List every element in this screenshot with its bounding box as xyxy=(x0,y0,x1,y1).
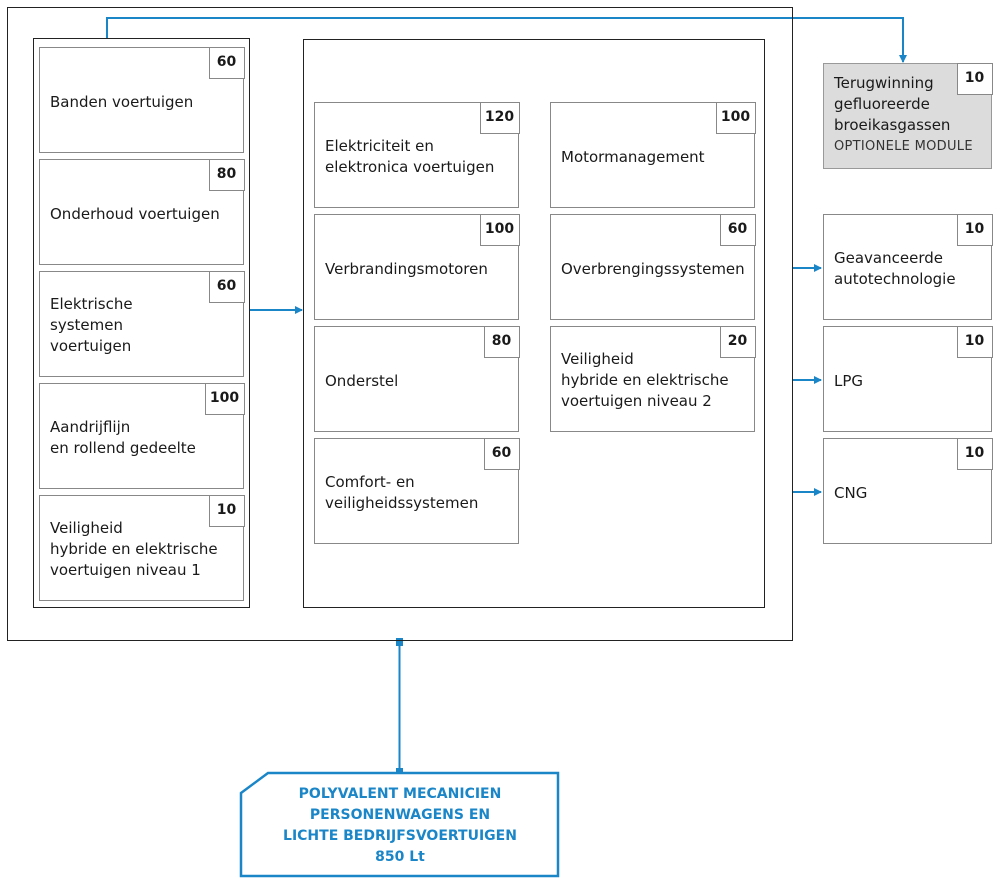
hours-badge: 10 xyxy=(956,437,993,470)
qualification-line-2: PERSONENWAGENS EN xyxy=(309,807,491,823)
module-label: CNG xyxy=(834,484,868,502)
module-veiligheid-niveau-2: 20 Veiligheid hybride en elektrische voe… xyxy=(550,325,756,432)
module-label: Elektrische systemen voertuigen xyxy=(50,295,133,355)
module-label: LPG xyxy=(834,372,864,390)
module-onderstel: 80 Onderstel xyxy=(314,325,520,432)
module-lpg: 10 LPG xyxy=(823,325,993,432)
module-label: Motormanagement xyxy=(561,148,705,166)
optional-module-tag: OPTIONELE MODULE xyxy=(834,139,973,154)
module-motormanagement: 100 Motormanagement xyxy=(550,101,756,208)
qualification-target: POLYVALENT MECANICIEN PERSONENWAGENS EN … xyxy=(240,772,560,878)
hours-badge: 120 xyxy=(479,101,520,134)
module-banden-voertuigen: 60 Banden voertuigen xyxy=(39,46,245,153)
qualification-title: POLYVALENT MECANICIEN PERSONENWAGENS EN … xyxy=(240,784,560,868)
hours-badge: 60 xyxy=(208,270,245,303)
wire-to-optional xyxy=(106,17,907,63)
hours-badge: 60 xyxy=(719,213,756,246)
module-terugwinning-optional: 10 Terugwinning gefluoreerde broeikasgas… xyxy=(823,62,993,169)
qualification-total-hours: 850 Lt xyxy=(375,849,425,865)
module-comfort-veiligheidssystemen: 60 Comfort- en veiligheidssystemen xyxy=(314,437,520,544)
hours-badge: 10 xyxy=(956,62,993,95)
hours-badge: 10 xyxy=(956,213,993,246)
module-label: Overbrengingssystemen xyxy=(561,260,745,278)
module-elektrische-systemen: 60 Elektrische systemen voertuigen xyxy=(39,270,245,377)
module-veiligheid-niveau-1: 10 Veiligheid hybride en elektrische voe… xyxy=(39,494,245,601)
module-aandrijflijn: 100 Aandrijflijn en rollend gedeelte xyxy=(39,382,245,489)
module-label: Geavanceerde autotechnologie xyxy=(834,249,956,288)
module-label: Terugwinning gefluoreerde broeikasgassen xyxy=(834,74,951,134)
hours-badge: 60 xyxy=(208,46,245,79)
hours-badge: 100 xyxy=(715,101,756,134)
qualification-line-1: POLYVALENT MECANICIEN xyxy=(298,786,502,802)
module-label: Elektriciteit en elektronica voertuigen xyxy=(325,137,495,176)
hours-badge: 80 xyxy=(208,158,245,191)
hours-badge: 100 xyxy=(204,382,245,415)
hours-badge: 10 xyxy=(956,325,993,358)
module-label: Veiligheid hybride en elektrische voertu… xyxy=(50,519,218,579)
module-geavanceerde-autotechnologie: 10 Geavanceerde autotechnologie xyxy=(823,213,993,320)
module-label: Onderhoud voertuigen xyxy=(50,205,220,223)
module-overbrengingssystemen: 60 Overbrengingssystemen xyxy=(550,213,756,320)
module-label: Banden voertuigen xyxy=(50,93,194,111)
target-shape xyxy=(239,771,560,878)
hours-badge: 10 xyxy=(208,494,245,527)
module-cng: 10 CNG xyxy=(823,437,993,544)
module-label: Veiligheid hybride en elektrische voertu… xyxy=(561,350,729,410)
module-label: Comfort- en veiligheidssystemen xyxy=(325,473,479,512)
module-onderhoud-voertuigen: 80 Onderhoud voertuigen xyxy=(39,158,245,265)
hours-badge: 20 xyxy=(719,325,756,358)
module-verbrandingsmotoren: 100 Verbrandingsmotoren xyxy=(314,213,520,320)
hours-badge: 100 xyxy=(479,213,520,246)
module-label: Aandrijflijn en rollend gedeelte xyxy=(50,418,196,457)
hours-badge: 80 xyxy=(483,325,520,358)
hours-badge: 60 xyxy=(483,437,520,470)
qualification-line-3: LICHTE BEDRIJFSVOERTUIGEN xyxy=(283,828,517,844)
module-elektriciteit-elektronica: 120 Elektriciteit en elektronica voertui… xyxy=(314,101,520,208)
module-label: Verbrandingsmotoren xyxy=(325,260,488,278)
main-program-frame xyxy=(7,7,793,641)
module-label: Onderstel xyxy=(325,372,399,390)
